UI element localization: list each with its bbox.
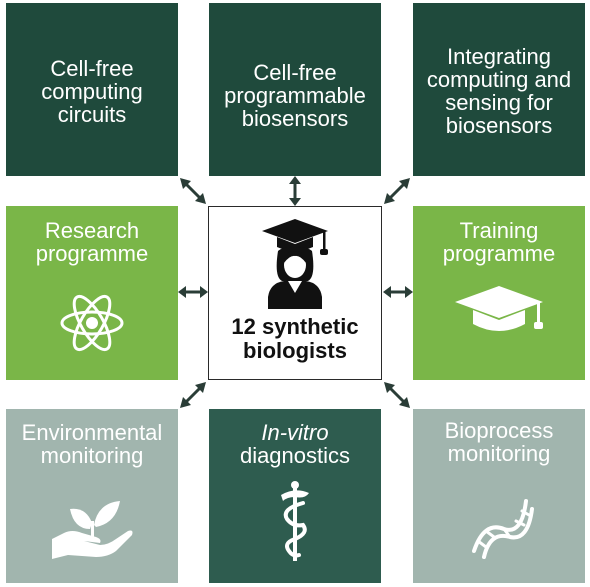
arrow-bottom-right xyxy=(384,382,410,408)
arrow-right xyxy=(383,286,413,298)
tile-label: Environmental monitoring xyxy=(21,420,163,468)
arrow-bottom-left xyxy=(180,382,206,408)
tile-label: Bioprocess monitoring xyxy=(444,418,554,466)
tile-integrating-computing-sensing: Integrating computing and sensing for bi… xyxy=(413,3,585,176)
dna-icon xyxy=(472,499,534,559)
tile-training-programme: Training programme xyxy=(413,206,585,380)
graduation-cap-icon xyxy=(455,286,543,331)
tile-label: 12 synthetic biologists xyxy=(231,314,359,363)
tile-label: Research programme xyxy=(35,218,149,266)
arrow-left xyxy=(178,286,208,298)
arrow-top-right xyxy=(384,178,410,204)
atom-icon xyxy=(60,294,124,352)
tile-label: Training programme xyxy=(442,218,556,266)
in-vitro-text: In-vitro xyxy=(261,420,329,445)
tile-cell-free-programmable-biosensors: Cell-free programmable biosensors xyxy=(209,3,381,176)
plant-in-hand-icon xyxy=(52,501,133,559)
tile-label: Cell-free programmable biosensors xyxy=(224,60,366,131)
tile-bioprocess-monitoring: Bioprocess monitoring xyxy=(413,409,585,583)
diagnostics-text: diagnostics xyxy=(239,443,351,468)
tile-environmental-monitoring: Environmental monitoring xyxy=(6,409,178,583)
tile-in-vitro-diagnostics: In-vitro diagnostics xyxy=(209,409,381,583)
tile-label: In-vitro diagnostics xyxy=(209,421,381,467)
tile-label: Cell-free computing circuits xyxy=(41,56,143,127)
caduceus-icon xyxy=(281,481,309,561)
arrow-top-left xyxy=(180,178,206,204)
tile-research-programme: Research programme xyxy=(6,206,178,380)
tile-label: Integrating computing and sensing for bi… xyxy=(426,44,572,138)
arrow-top xyxy=(289,176,301,206)
graduate-person-icon xyxy=(262,219,328,309)
tile-cell-free-computing-circuits: Cell-free computing circuits xyxy=(6,3,178,176)
tile-12-synthetic-biologists: 12 synthetic biologists xyxy=(208,206,382,380)
